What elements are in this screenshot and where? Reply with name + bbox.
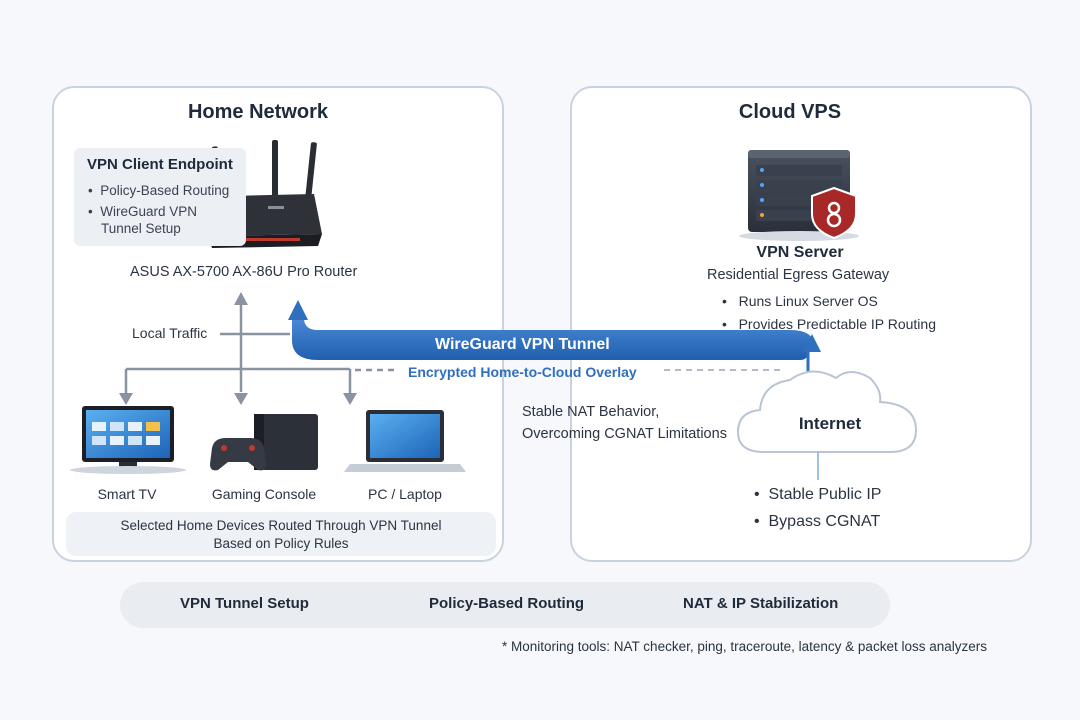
router-label: ASUS AX-5700 AX-86U Pro Router bbox=[130, 264, 358, 280]
local-traffic-lines bbox=[124, 300, 395, 395]
policy-note: Selected Home Devices Routed Through VPN… bbox=[66, 512, 496, 556]
vpn-server-title: VPN Server bbox=[756, 244, 844, 261]
internet-cloud-icon bbox=[736, 370, 918, 480]
server-bullet: • Provides Predictable IP Routing bbox=[722, 316, 936, 332]
internet-bullet: • Bypass CGNAT bbox=[754, 513, 881, 530]
policy-note-line: Based on Policy Rules bbox=[213, 536, 349, 551]
callout-heading: VPN Client Endpoint bbox=[87, 156, 233, 173]
internet-bullet: • Stable Public IP bbox=[754, 486, 882, 503]
vpn-server-subtitle: Residential Egress Gateway bbox=[707, 267, 890, 283]
internet-label: Internet bbox=[798, 414, 862, 433]
device-label-gaming-console: Gaming Console bbox=[211, 486, 317, 502]
vpn-client-callout: VPN Client Endpoint • Policy-Based Routi… bbox=[74, 148, 246, 246]
legend-item-vpn-tunnel-setup: VPN Tunnel Setup bbox=[180, 595, 309, 612]
cgnat-limitations-label: Overcoming CGNAT Limitations bbox=[522, 426, 727, 442]
callout-bullet-continuation: Tunnel Setup bbox=[101, 221, 181, 236]
shield-icon bbox=[811, 186, 857, 240]
home-network-title: Home Network bbox=[187, 101, 329, 123]
device-label-pc-laptop: PC / Laptop bbox=[368, 486, 442, 502]
callout-bullet: • WireGuard VPN bbox=[88, 204, 198, 219]
policy-note-line: Selected Home Devices Routed Through VPN… bbox=[120, 518, 442, 533]
overlay-label: Encrypted Home-to-Cloud Overlay bbox=[408, 364, 637, 380]
legend-item-policy-based-routing: Policy-Based Routing bbox=[429, 595, 585, 612]
legend-bar: VPN Tunnel Setup Policy-Based Routing NA… bbox=[120, 582, 890, 628]
device-label-smart-tv: Smart TV bbox=[97, 486, 157, 502]
monitoring-footnote: * Monitoring tools: NAT checker, ping, t… bbox=[502, 639, 987, 654]
legend-item-nat-ip-stabilization: NAT & IP Stabilization bbox=[683, 595, 839, 612]
tunnel-label: WireGuard VPN Tunnel bbox=[435, 336, 610, 353]
cloud-vps-title: Cloud VPS bbox=[738, 101, 842, 123]
server-bullet: • Runs Linux Server OS bbox=[722, 293, 878, 309]
gaming-console-icon bbox=[210, 414, 318, 471]
local-traffic-label: Local Traffic bbox=[132, 325, 208, 341]
callout-bullet: • Policy-Based Routing bbox=[88, 183, 230, 198]
smart-tv-icon bbox=[70, 406, 186, 474]
laptop-icon bbox=[344, 410, 466, 472]
nat-behavior-label: Stable NAT Behavior, bbox=[522, 404, 660, 420]
local-traffic-arrowheads bbox=[119, 292, 357, 405]
